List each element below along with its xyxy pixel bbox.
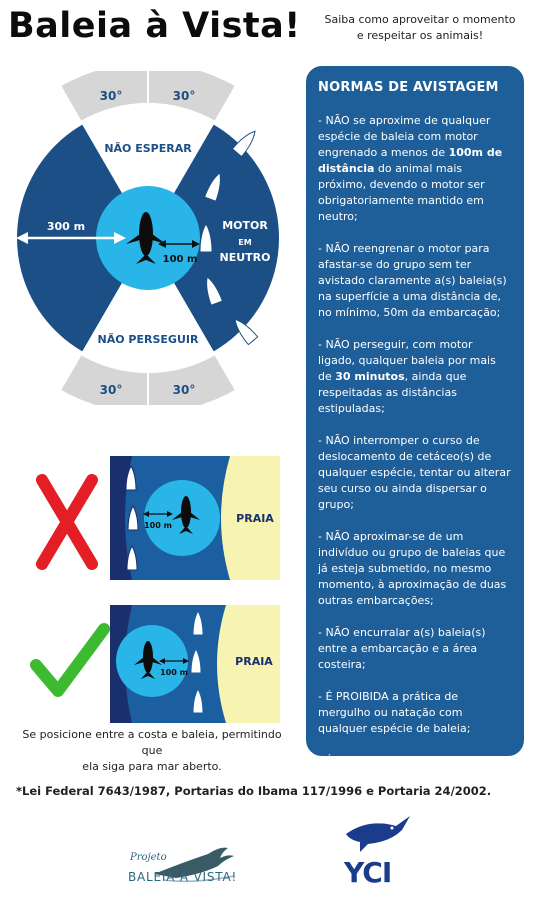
rule-1-text-c: do animal mais próximo, devendo o motor … (318, 162, 485, 223)
zone-label-bottom: NÃO PERSEGUIR (98, 333, 199, 346)
boat-icon (199, 223, 213, 253)
positioning-caption: Se posicione entre a costa e baleia, per… (12, 727, 292, 775)
boat-icon (126, 544, 138, 571)
caption-line-1: Se posicione entre a costa e baleia, per… (22, 728, 282, 757)
angle-label-bottom-right: 30° (173, 383, 196, 397)
boat-icon (234, 318, 259, 346)
boat-icon (203, 171, 221, 202)
subtitle-line-1: Saiba como aproveitar o momento (324, 13, 516, 26)
whale-tail-logo-icon (154, 847, 235, 883)
inner-distance-arrow (158, 240, 200, 248)
boat-icon (206, 275, 224, 306)
rule-item-3: - NÃO perseguir, com motor ligado, qualq… (318, 337, 512, 417)
boat-icon (190, 647, 202, 674)
rule-item-2: - NÃO reengrenar o motor para afastar-se… (318, 242, 507, 319)
distance-arrow (159, 658, 189, 664)
caption-line-2: ela siga para mar aberto. (82, 760, 222, 773)
boat-icon (192, 609, 204, 636)
rule-item-7: - É PROIBIDA a prática de mergulho ou na… (318, 690, 471, 735)
project-logo-small-text: Projeto (130, 852, 167, 863)
page-title: Baleia à Vista! (8, 6, 301, 46)
rule-item-1: - NÃO se aproxime de qualquer espécie de… (318, 113, 512, 225)
radius-label: 300 m (47, 220, 85, 233)
zone-label-right-3: NEUTRO (220, 251, 271, 264)
rule-item-6: - NÃO encurralar a(s) baleia(s) entre a … (318, 626, 486, 671)
boat-icon (125, 464, 137, 491)
boat-icon (192, 687, 204, 714)
marlin-icon (346, 816, 410, 852)
project-logo: Projeto BALEIA À VISTA! (124, 840, 264, 895)
rule-item-8: - É PROIBIDA a aproximação de quaisquer … (318, 754, 509, 815)
angle-label-top-left: 30° (100, 89, 123, 103)
right-example: 100 m PRAIA (30, 605, 280, 723)
distance-label: 100 m (144, 521, 172, 530)
circle-outline (13, 103, 283, 373)
yci-logo-text: YCI (344, 856, 392, 889)
rule-3-text-c: , ainda que respeitadas as distâncias es… (318, 370, 467, 415)
distance-arrow (143, 511, 173, 517)
project-logo-main-text: BALEIA À VISTA! (128, 870, 238, 884)
bottom-zone (68, 238, 228, 370)
inner-distance-label: 100 m (163, 254, 198, 265)
boat-icon (231, 130, 256, 158)
whale-icon (134, 641, 162, 679)
rule-item-5: - NÃO aproximar-se de um indivíduo ou gr… (318, 530, 507, 607)
legal-footnote: *Lei Federal 7643/1987, Portarias do Iba… (16, 784, 492, 798)
wrong-example: 100 m PRAIA (36, 456, 280, 580)
rules-title: NORMAS DE AVISTAGEM (318, 80, 499, 95)
rule-1-emphasis: 100m de distância (318, 146, 503, 175)
distance-label: 100 m (160, 668, 188, 677)
beach-area (217, 605, 280, 723)
wrong-x-icon (36, 474, 98, 570)
subtitle-line-2: e respeitar os animais! (356, 29, 484, 42)
zone-label-right-2: EM (238, 238, 251, 247)
approach-zone-diagram: 300 m 100 m 30° 30° 30° 30° NÃO ESPERAR … (13, 62, 283, 418)
beach-label: PRAIA (236, 512, 274, 525)
yci-logo: YCI (338, 812, 418, 892)
page-subtitle: Saiba como aproveitar o momento e respei… (305, 12, 535, 44)
rule-3-text-a: - NÃO perseguir, com motor ligado, qualq… (318, 338, 496, 383)
rule-1-text-a: - NÃO se aproxime de qualquer espécie de… (318, 114, 491, 159)
whale-icon (172, 496, 200, 534)
top-zone (68, 106, 228, 238)
rules-panel: NORMAS DE AVISTAGEM - NÃO se aproxime de… (306, 66, 524, 815)
angle-label-top-right: 30° (173, 89, 196, 103)
boat-icon (127, 504, 139, 531)
radius-arrow (16, 232, 126, 244)
beach-label: PRAIA (235, 655, 273, 668)
correct-check-icon (30, 623, 110, 697)
rule-3-emphasis: 30 minutos (335, 370, 405, 383)
angle-label-bottom-left: 30° (100, 383, 123, 397)
zone-label-top: NÃO ESPERAR (104, 142, 192, 155)
zone-label-right-1: MOTOR (222, 219, 268, 232)
beach-area (221, 456, 280, 580)
whale-icon (126, 212, 166, 264)
rule-item-4: - NÃO interromper o curso de deslocament… (318, 434, 511, 511)
